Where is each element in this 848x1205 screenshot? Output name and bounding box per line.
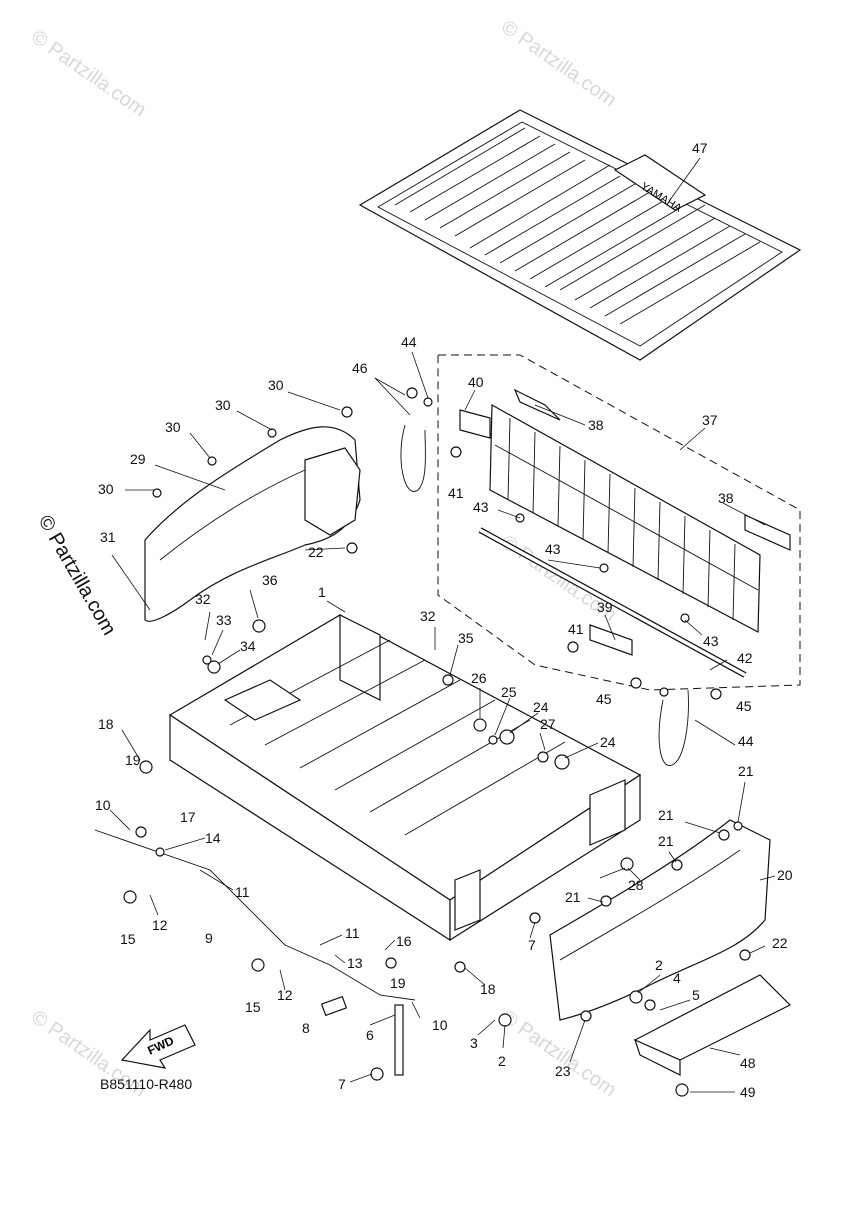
callout-21: 21 bbox=[565, 889, 581, 905]
fwd-arrow-icon: FWD bbox=[120, 1024, 196, 1069]
callout-45: 45 bbox=[596, 691, 612, 707]
watermark-top-right: © Partzilla.com bbox=[497, 16, 620, 111]
right-fender bbox=[549, 819, 771, 1021]
callout-5: 5 bbox=[692, 987, 700, 1003]
callout-4: 4 bbox=[673, 970, 681, 986]
callout-1: 1 bbox=[318, 584, 326, 600]
callout-38: 38 bbox=[588, 417, 604, 433]
callout-29: 29 bbox=[130, 451, 146, 467]
callout-8: 8 bbox=[302, 1020, 310, 1036]
callout-18: 18 bbox=[98, 716, 114, 732]
gas-strut bbox=[394, 1004, 404, 1076]
callout-44: 44 bbox=[401, 334, 417, 350]
callout-19: 19 bbox=[390, 975, 406, 991]
leader-lines bbox=[109, 157, 776, 1093]
callout-15: 15 bbox=[245, 999, 261, 1015]
callout-11: 11 bbox=[235, 884, 250, 900]
callout-43: 43 bbox=[545, 541, 561, 557]
callout-2: 2 bbox=[655, 957, 663, 973]
callout-24: 24 bbox=[600, 734, 616, 750]
tailgate bbox=[459, 388, 791, 678]
callout-27: 27 bbox=[540, 716, 556, 732]
callout-24: 24 bbox=[533, 699, 549, 715]
callout-6: 6 bbox=[366, 1027, 374, 1043]
callout-13: 13 bbox=[347, 955, 363, 971]
callout-2: 2 bbox=[498, 1053, 506, 1069]
callout-34: 34 bbox=[240, 638, 256, 654]
hardware-parts bbox=[123, 387, 751, 1097]
callout-20: 20 bbox=[777, 867, 793, 883]
callout-21: 21 bbox=[658, 807, 674, 823]
callout-32: 32 bbox=[420, 608, 436, 624]
callout-23: 23 bbox=[555, 1063, 571, 1079]
callout-36: 36 bbox=[262, 572, 278, 588]
callout-41: 41 bbox=[568, 621, 584, 637]
callout-22: 22 bbox=[772, 935, 788, 951]
callout-43: 43 bbox=[473, 499, 489, 515]
callout-37: 37 bbox=[702, 412, 718, 428]
watermark-top-left: © Partzilla.com bbox=[27, 26, 150, 121]
callout-25: 25 bbox=[501, 684, 517, 700]
callout-15: 15 bbox=[120, 931, 136, 947]
callout-26: 26 bbox=[471, 670, 487, 686]
callout-46: 46 bbox=[352, 360, 368, 376]
callout-7: 7 bbox=[528, 937, 536, 953]
callout-21: 21 bbox=[658, 833, 674, 849]
diagram-code: B851110-R480 bbox=[100, 1076, 192, 1092]
callouts: 47 44 46 40 30 30 38 37 30 29 30 41 38 4… bbox=[95, 140, 793, 1100]
callout-11: 11 bbox=[345, 925, 360, 941]
callout-41: 41 bbox=[448, 485, 464, 501]
callout-30: 30 bbox=[215, 397, 231, 413]
callout-48: 48 bbox=[740, 1055, 756, 1071]
cargo-bed bbox=[168, 614, 642, 942]
callout-32: 32 bbox=[195, 591, 211, 607]
callout-18: 18 bbox=[480, 981, 496, 997]
callout-40: 40 bbox=[468, 374, 484, 390]
callout-12: 12 bbox=[277, 987, 293, 1003]
callout-19: 19 bbox=[125, 752, 141, 768]
left-fender bbox=[144, 426, 361, 622]
callout-31: 31 bbox=[100, 529, 116, 545]
callout-21: 21 bbox=[738, 763, 754, 779]
latch-rod bbox=[94, 829, 416, 1001]
callout-49: 49 bbox=[740, 1084, 756, 1100]
callout-17: 17 bbox=[180, 809, 196, 825]
callout-47: 47 bbox=[692, 140, 708, 156]
callout-14: 14 bbox=[205, 830, 221, 846]
callout-33: 33 bbox=[216, 612, 232, 628]
callout-45: 45 bbox=[736, 698, 752, 714]
skid-plate bbox=[633, 974, 792, 1076]
tailgate-cables bbox=[400, 424, 689, 766]
callout-39: 39 bbox=[597, 599, 613, 615]
callout-28: 28 bbox=[628, 877, 644, 893]
callout-3: 3 bbox=[470, 1035, 478, 1051]
watermark-bottom-right: © Partzilla.com bbox=[497, 1006, 620, 1101]
callout-30: 30 bbox=[268, 377, 284, 393]
callout-9: 9 bbox=[205, 930, 213, 946]
callout-16: 16 bbox=[396, 933, 412, 949]
callout-30: 30 bbox=[98, 481, 114, 497]
callout-35: 35 bbox=[458, 630, 474, 646]
callout-10: 10 bbox=[432, 1017, 448, 1033]
callout-42: 42 bbox=[737, 650, 753, 666]
callout-43: 43 bbox=[703, 633, 719, 649]
callout-10: 10 bbox=[95, 797, 111, 813]
callout-7: 7 bbox=[338, 1076, 346, 1092]
tailgate-group-outline bbox=[437, 354, 801, 691]
callout-38: 38 bbox=[718, 490, 734, 506]
callout-30: 30 bbox=[165, 419, 181, 435]
callout-12: 12 bbox=[152, 917, 168, 933]
bed-mat: YAMAHA bbox=[358, 109, 802, 361]
callout-44: 44 bbox=[738, 733, 754, 749]
callout-22: 22 bbox=[308, 544, 324, 560]
